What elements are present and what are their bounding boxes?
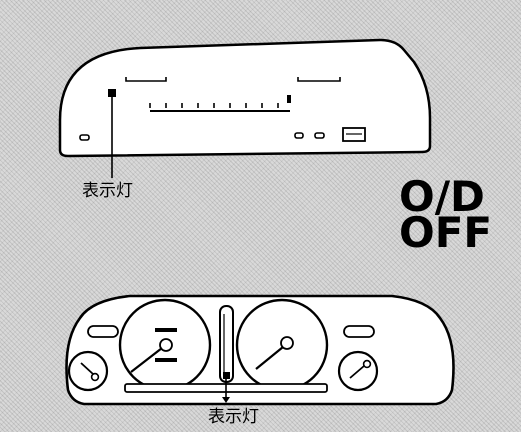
center-indicator-strip bbox=[219, 305, 234, 383]
gauge-tachometer bbox=[118, 298, 212, 392]
od-text: O/D bbox=[399, 172, 485, 221]
gauge-small-right bbox=[337, 350, 379, 392]
top-cluster-lamp-1 bbox=[294, 132, 304, 139]
bottom-pill-left bbox=[87, 325, 119, 338]
top-indicator-label: 表示灯 bbox=[82, 181, 133, 201]
top-instrument-cluster bbox=[58, 38, 432, 158]
top-cluster-mark-left bbox=[125, 77, 167, 82]
bottom-instrument-cluster bbox=[65, 294, 455, 406]
top-cluster-mark-right bbox=[297, 77, 341, 82]
bottom-pill-right bbox=[343, 325, 375, 338]
top-cluster-lamp-2 bbox=[314, 132, 325, 139]
bottom-indicator-label: 表示灯 bbox=[208, 407, 259, 427]
top-gauge-ticks bbox=[149, 103, 279, 108]
gauge-speedometer bbox=[235, 298, 329, 392]
top-cluster-slot-left bbox=[79, 134, 90, 141]
top-gauge-end-marker bbox=[287, 95, 291, 103]
top-cluster-outline bbox=[58, 38, 432, 158]
off-text: OFF bbox=[399, 208, 492, 257]
bottom-leader-arrow bbox=[222, 397, 230, 403]
top-indicator-lamp bbox=[108, 89, 116, 97]
od-off-symbol: O/D OFF bbox=[399, 172, 492, 257]
bottom-indicator-lamp bbox=[223, 372, 230, 379]
gauge-small-left bbox=[67, 350, 109, 392]
